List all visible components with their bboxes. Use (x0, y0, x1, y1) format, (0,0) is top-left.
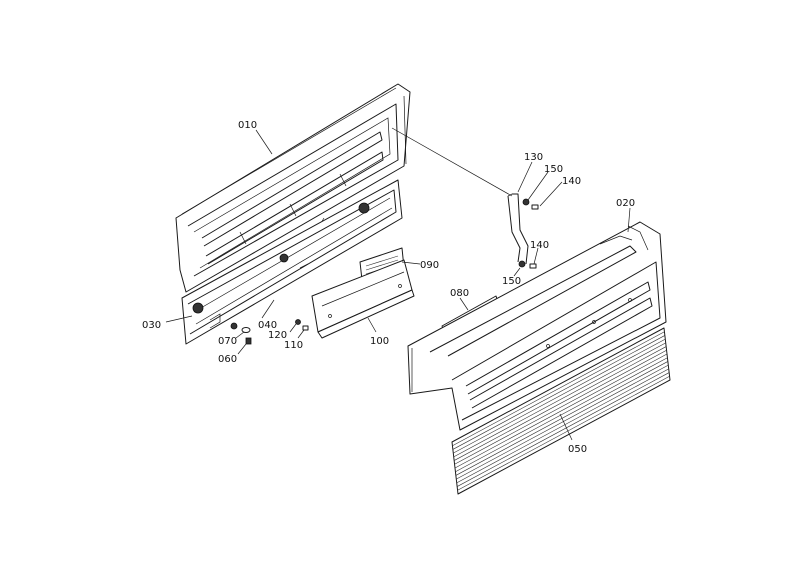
part-010-rear-panel[interactable] (175, 83, 411, 293)
grille-hatch-line (457, 376, 670, 491)
callout-050: 050 (568, 444, 587, 455)
leader-lines (165, 129, 631, 441)
grille-hatch-line (454, 350, 667, 465)
fastener-150-nut-lower[interactable] (518, 260, 526, 268)
fastener-140-bolt-lower[interactable] (529, 263, 537, 269)
callout-020: 020 (616, 198, 635, 209)
part-100-cover-plate[interactable] (311, 259, 415, 339)
callout-120: 120 (268, 330, 287, 341)
callout-110: 110 (284, 340, 303, 351)
grille-hatch-line (453, 342, 666, 458)
grille-hatch-line (457, 372, 670, 487)
fastener-110-nut[interactable] (302, 325, 309, 331)
grille-hatch-line (454, 346, 667, 461)
assembly-link-line (391, 127, 513, 197)
fastener-060-screw[interactable] (245, 337, 252, 345)
grille-hatch-line (456, 364, 669, 480)
grille-hatch-line (456, 368, 669, 484)
callout-070: 070 (218, 336, 237, 347)
callout-130: 130 (524, 152, 543, 163)
callout-150-lower: 150 (502, 276, 521, 287)
callout-040: 040 (258, 320, 277, 331)
part-020-front-panel[interactable] (407, 221, 667, 431)
part-030-grille-bracket[interactable] (181, 179, 403, 345)
callout-140-lower: 140 (530, 240, 549, 251)
callout-030: 030 (142, 320, 161, 331)
callout-090: 090 (420, 260, 439, 271)
callout-labels: 010 020 030 040 050 060 070 080 090 100 … (142, 120, 635, 455)
fastener-120-bolt[interactable] (295, 319, 301, 325)
grille-hatch-line (452, 335, 665, 450)
grille-hatch-line (453, 338, 666, 454)
part-050-lower-grille[interactable] (451, 327, 671, 495)
callout-060: 060 (218, 354, 237, 365)
part-130-bracket-rod[interactable] (507, 193, 529, 265)
fastener-140-bolt-upper[interactable] (531, 204, 539, 210)
grille-hatch-line (455, 357, 668, 472)
callout-140-upper: 140 (562, 176, 581, 187)
callout-150-upper: 150 (544, 164, 563, 175)
grille-hatch-line (452, 331, 665, 446)
callout-080: 080 (450, 288, 469, 299)
fastener-070-washer[interactable] (241, 327, 251, 333)
callout-010: 010 (238, 120, 257, 131)
grille-hatch-line (454, 353, 668, 469)
callout-100: 100 (370, 336, 389, 347)
fastener-150-nut-upper[interactable] (522, 198, 530, 206)
